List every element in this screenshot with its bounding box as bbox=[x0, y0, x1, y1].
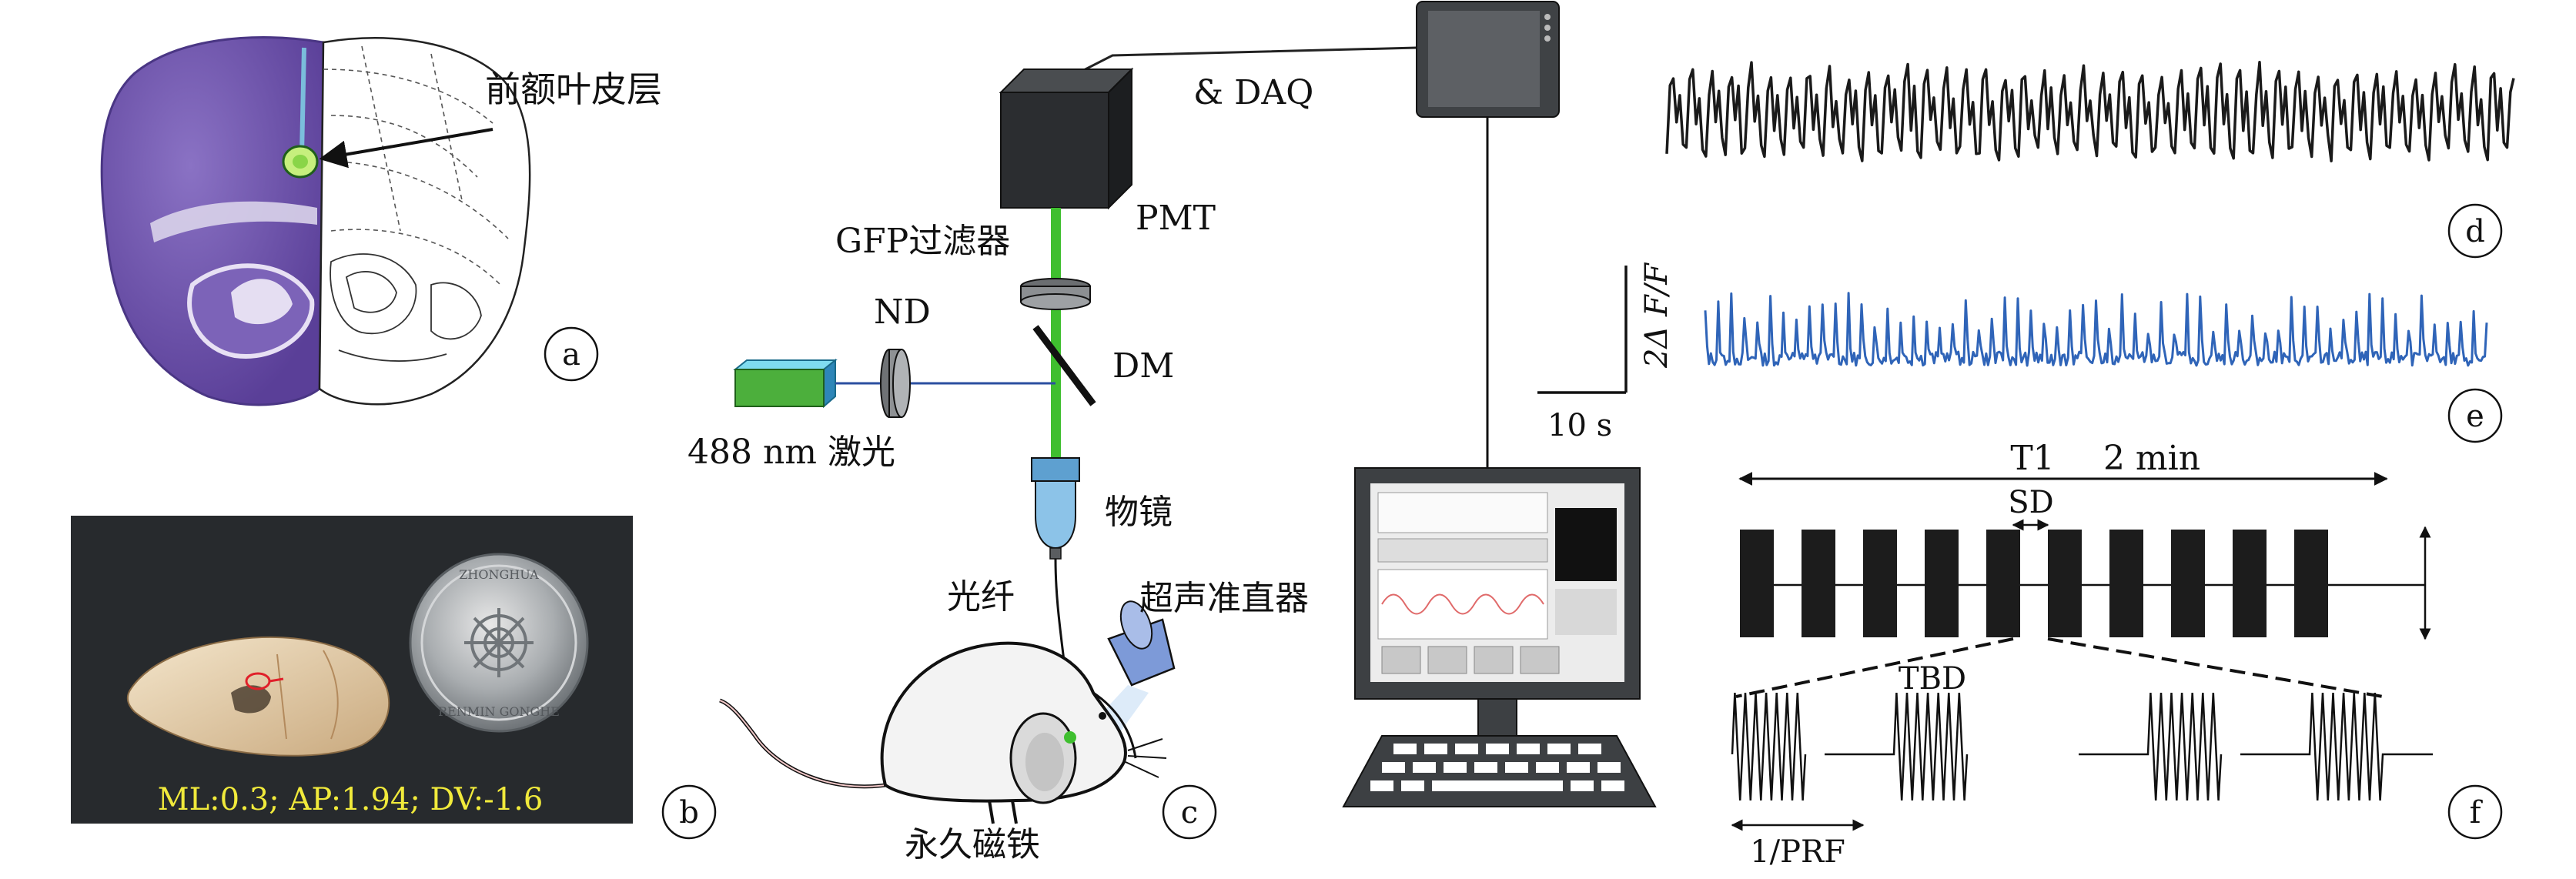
burst-block bbox=[1986, 530, 2020, 637]
annotation-prefrontal-cortex: 前额叶皮层 bbox=[485, 69, 662, 110]
laser-488nm bbox=[733, 358, 838, 409]
burst-blocks bbox=[1740, 530, 2328, 637]
coin-chrysanthemum bbox=[464, 608, 534, 677]
brain-atlas-lines bbox=[323, 45, 509, 286]
nd-filter bbox=[880, 349, 911, 418]
scale-bar-x-label: 10 s bbox=[1547, 408, 1612, 443]
daq-cable bbox=[1077, 46, 1417, 75]
burst-block bbox=[1802, 530, 1835, 637]
mouse-ear-inner bbox=[1025, 733, 1064, 791]
mouse-illustration bbox=[719, 641, 1167, 824]
annotation-arrow bbox=[319, 128, 493, 169]
daq-monitor bbox=[1416, 1, 1560, 118]
skull-suture-2 bbox=[323, 650, 339, 740]
scale-bar-y-label: 2Δ F/F bbox=[1639, 262, 1674, 369]
burst-block bbox=[2294, 530, 2328, 637]
skull-marker-line bbox=[269, 677, 284, 683]
trace-d bbox=[1665, 60, 2515, 162]
tbd-label: TBD bbox=[1899, 661, 1966, 697]
dichroic-mirror bbox=[1032, 325, 1096, 406]
burst-block bbox=[2233, 530, 2267, 637]
burst-block bbox=[2171, 530, 2205, 637]
fiber-label: 光纤 bbox=[947, 577, 1015, 617]
pmt-detector bbox=[999, 67, 1134, 210]
panel-f-label: f bbox=[2470, 795, 2484, 831]
fiber-implant-spot bbox=[1064, 731, 1076, 744]
mouse-whiskers bbox=[1125, 738, 1167, 778]
panel-f-stimulation-protocol: T1 2 min SD TBD 1/PRF f bbox=[1731, 439, 2503, 870]
objective-lens bbox=[1031, 457, 1080, 560]
daq-label: & DAQ bbox=[1193, 73, 1313, 112]
panel-c-label: c bbox=[1181, 795, 1198, 831]
magnet-label: 永久磁铁 bbox=[905, 825, 1040, 864]
panel-c-label-circle bbox=[1162, 784, 1217, 840]
burst-block bbox=[1925, 530, 1959, 637]
panel-b-skull-photo: ZHONGHUA RENMIN GONGHE ML:0.3; AP:1.94; … bbox=[71, 516, 717, 840]
panel-e-label: e bbox=[2466, 399, 2484, 434]
t1-label: T1 bbox=[2010, 439, 2054, 478]
brain-ventricle bbox=[231, 279, 293, 325]
mouse-foot bbox=[988, 800, 1018, 824]
panel-b-label-circle bbox=[661, 784, 717, 840]
mouse-body bbox=[880, 641, 1127, 803]
emission-beam bbox=[1051, 208, 1061, 462]
coin-text-top: ZHONGHUA bbox=[459, 567, 539, 582]
panel-d-label-circle bbox=[2447, 203, 2503, 259]
fiber-track bbox=[299, 47, 306, 155]
panel-a-label: a bbox=[562, 337, 580, 373]
panel-e-fluorescence-trace: 2Δ F/F 10 s e bbox=[1537, 262, 2503, 443]
panel-a-brain-section: 前额叶皮层 a bbox=[100, 36, 662, 406]
burst-block bbox=[1863, 530, 1897, 637]
panel-c-optical-setup: & DAQ PMT GFP过滤器 488 nm 激光 bbox=[687, 1, 1657, 864]
zoom-line-right bbox=[2047, 637, 2384, 698]
panel-f-label-circle bbox=[2447, 784, 2503, 840]
panel-d-label: d bbox=[2465, 214, 2485, 249]
panel-e-label-circle bbox=[2447, 388, 2503, 443]
recording-computer bbox=[1342, 467, 1657, 807]
gfp-expression-core bbox=[293, 155, 308, 169]
panel-a-label-circle bbox=[544, 326, 599, 382]
keyboard-keys bbox=[1370, 744, 1624, 791]
panel-b-label: b bbox=[679, 795, 699, 831]
prf-label: 1/PRF bbox=[1750, 834, 1845, 870]
mouse-snout bbox=[1092, 691, 1137, 759]
collimator-label: 超声准直器 bbox=[1139, 579, 1309, 618]
mouse-eye bbox=[1099, 712, 1106, 720]
brain-corpus-callosum bbox=[150, 201, 317, 242]
dm-label: DM bbox=[1112, 346, 1174, 386]
nd-label: ND bbox=[874, 292, 931, 332]
brain-atlas-structures bbox=[330, 253, 482, 362]
gfp-filter bbox=[1020, 278, 1091, 310]
stereotaxic-coordinates: ML:0.3; AP:1.94; DV:-1.6 bbox=[158, 782, 544, 817]
pmt-label: PMT bbox=[1136, 199, 1216, 238]
panel-d-fluorescence-trace: d bbox=[1665, 60, 2515, 259]
burst-block bbox=[2048, 530, 2082, 637]
skull-suture bbox=[276, 653, 287, 740]
laser-label: 488 nm 激光 bbox=[687, 433, 895, 472]
coin-rim bbox=[420, 564, 577, 721]
zoom-line-left bbox=[1735, 637, 2014, 698]
objective-label: 物镜 bbox=[1105, 493, 1173, 532]
coin-text-bottom: RENMIN GONGHE bbox=[438, 704, 560, 719]
gfp-filter-label: GFP过滤器 bbox=[835, 222, 1010, 261]
ultrasound-waveform bbox=[1731, 692, 2433, 801]
sd-label: SD bbox=[2008, 485, 2053, 520]
burst-block bbox=[1740, 530, 1774, 637]
skull-eye-socket bbox=[231, 685, 271, 714]
trace-e bbox=[1704, 292, 2488, 367]
burst-block bbox=[2109, 530, 2143, 637]
mouse-tail-inner bbox=[719, 700, 886, 787]
duration-label: 2 min bbox=[2103, 439, 2200, 478]
